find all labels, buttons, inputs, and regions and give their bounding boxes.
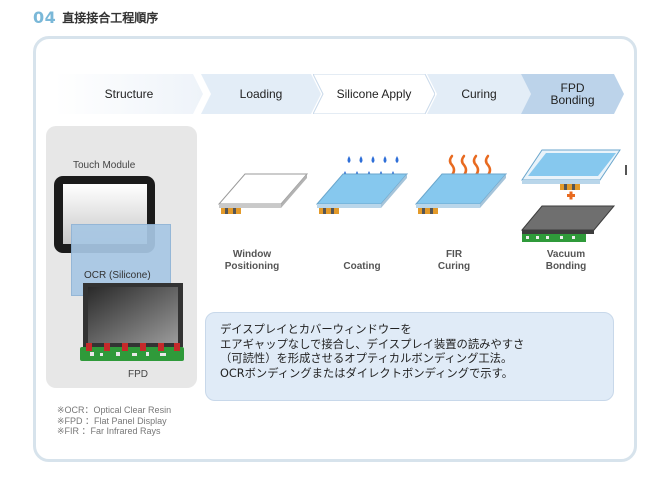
section-title: 直接接合工程順序 xyxy=(62,10,159,25)
plus-icon xyxy=(567,191,575,200)
flow-step-loading: Loading xyxy=(201,74,321,114)
fpd-illustration xyxy=(80,283,184,361)
flow-step-label-line2: Bonding xyxy=(550,93,595,107)
ocr-label: OCR (Silicone) xyxy=(84,270,151,281)
stage-caption-line1: Window xyxy=(232,249,272,260)
flow-step-label-line1: FPD xyxy=(560,81,585,95)
note-fpd: ※FPD ：Flat Panel Display xyxy=(57,415,167,426)
flow-tick-mark xyxy=(625,165,627,175)
flow-step-structure: Structure xyxy=(55,74,203,114)
abbreviation-notes: ※OCR：Optical Clear Resin ※FPD ：Flat Pane… xyxy=(57,405,171,437)
touch-module-label: Touch Module xyxy=(73,160,136,171)
stage-caption-coating: Coating xyxy=(322,261,402,273)
stage-caption-line1: Vacuum xyxy=(546,249,586,260)
stage-caption-line1: FIR xyxy=(445,249,463,260)
description-line: （可読性）を形成させるオプティカルボンディング工法。 xyxy=(220,352,513,365)
flow-step-curing: Curing xyxy=(427,74,531,114)
fpd-label: FPD xyxy=(128,369,148,380)
note-fir: ※FIR ：Far Infrared Rays xyxy=(57,426,161,436)
flow-step-label: Silicone Apply xyxy=(336,87,412,101)
description-line: デイスプレイとカバーウィンドウーを xyxy=(220,323,412,336)
stage-caption-line2: Curing xyxy=(437,261,471,272)
description-line: エアギャップなしで接合し、デイスプレイ装置の読みやすさ xyxy=(220,337,525,351)
flow-step-label: Structure xyxy=(104,87,154,101)
stage-window-positioning-icon xyxy=(217,173,309,214)
flow-step-silicone-apply: Silicone Apply xyxy=(313,74,435,114)
section-number: 04 xyxy=(33,7,57,27)
stage-caption-line2: Bonding xyxy=(545,261,587,272)
stage-caption-line2: Positioning xyxy=(224,261,280,272)
description-box: デイスプレイとカバーウィンドウーを エアギャップなしで接合し、デイスプレイ装置の… xyxy=(205,312,614,401)
stage-coating-icon xyxy=(315,156,409,214)
note-ocr: ※OCR：Optical Clear Resin xyxy=(57,405,172,415)
stage-caption-line1: Coating xyxy=(343,261,381,272)
process-flow: Structure Loading Silicone Apply Curing … xyxy=(55,74,624,114)
stage-vacuum-bonding-icon xyxy=(520,149,621,242)
section-header: 04 直接接合工程順序 xyxy=(33,6,158,28)
flow-step-label: Loading xyxy=(239,87,283,101)
flow-step-label: Curing xyxy=(461,87,497,101)
stage-fir-curing-icon xyxy=(414,154,508,214)
description-line: OCRボンディングまたはダイレクトボンディングで示す。 xyxy=(220,366,514,380)
heat-waves-icon xyxy=(448,154,492,177)
